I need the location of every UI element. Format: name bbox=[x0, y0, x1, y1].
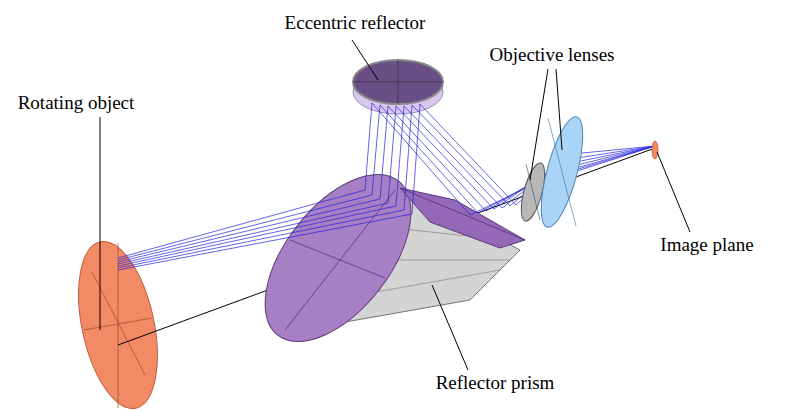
light-rays bbox=[118, 103, 655, 270]
part-label: Eccentric reflector bbox=[285, 12, 426, 35]
leader-lines bbox=[100, 40, 690, 370]
part-label: Reflector prism bbox=[436, 372, 555, 395]
image-plane bbox=[652, 141, 658, 159]
part-label: Rotating object bbox=[18, 92, 135, 115]
part-label: Objective lenses bbox=[489, 44, 614, 67]
reflector-prism bbox=[237, 149, 525, 367]
part-label: Image plane bbox=[660, 234, 753, 257]
eccentric-reflector bbox=[353, 60, 443, 114]
objective-lenses bbox=[517, 113, 592, 231]
rotating-object bbox=[65, 234, 171, 411]
